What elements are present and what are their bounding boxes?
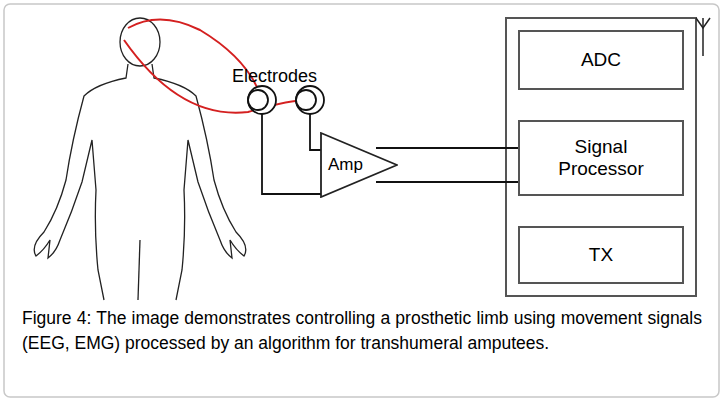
figure-frame	[4, 4, 719, 397]
module-box: TX	[518, 226, 684, 284]
input-wires	[262, 114, 322, 194]
amplifier-triangle: Amp	[320, 132, 398, 198]
part-label: Electrodes	[232, 66, 317, 87]
electrode-symbols	[248, 86, 324, 114]
module-box: Signal Processor	[518, 120, 684, 196]
figure-caption: Figure 4: The image demonstrates control…	[22, 306, 702, 355]
module-label: Signal Processor	[541, 136, 661, 180]
antenna-symbol	[696, 18, 710, 56]
module-box: ADC	[518, 30, 684, 90]
module-label: ADC	[581, 49, 621, 71]
module-label: TX	[589, 244, 613, 266]
amplifier-label: Amp	[328, 155, 363, 175]
device-housing	[506, 18, 696, 296]
